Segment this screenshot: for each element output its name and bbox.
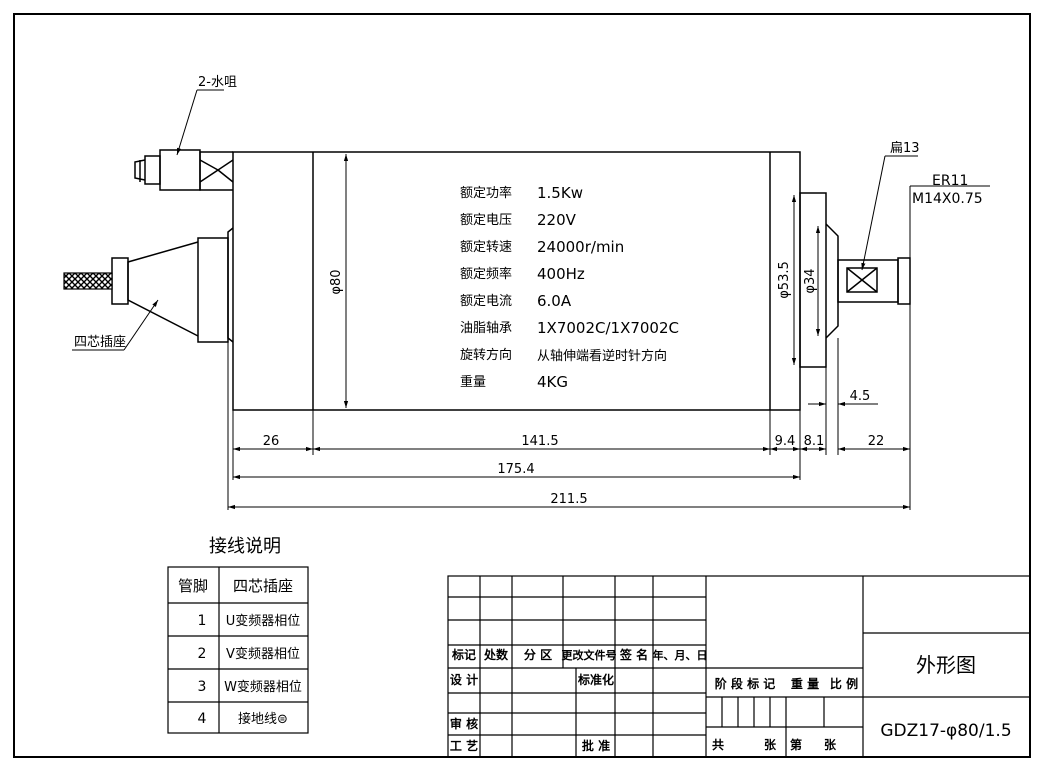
tb-scale: 比 例: [830, 676, 858, 691]
spec-label: 旋转方向: [460, 347, 512, 363]
spec-label: 额定电流: [460, 294, 512, 309]
wiring-desc: 接地线⊜: [238, 711, 288, 727]
title-block: [447, 575, 1031, 758]
wiring-desc: U变频器相位: [226, 613, 301, 629]
tb-weight: 重 量: [791, 676, 819, 691]
dim-nose-dia: φ34: [803, 268, 818, 293]
spec-label: 重量: [460, 374, 486, 390]
tb-process: 工 艺: [450, 738, 478, 753]
connector-callout: 四芯插座: [74, 335, 126, 350]
spec-label: 额定功率: [460, 185, 512, 201]
spec-label: 额定电压: [460, 213, 512, 228]
water-nozzle-callout: 2-水咀: [198, 75, 237, 90]
tb-sheets-1: 张: [764, 737, 777, 752]
spec-value: 400Hz: [537, 265, 585, 283]
dim-175-4: 175.4: [497, 462, 534, 477]
dim-211-5: 211.5: [550, 492, 587, 507]
wiring-pin: 3: [198, 679, 207, 695]
spec-value: 1X7002C/1X7002C: [537, 319, 679, 337]
dim-flange-dia: φ53.5: [777, 261, 792, 299]
wiring-table: [167, 566, 309, 734]
tb-zone: 分 区: [524, 647, 552, 662]
drawing-code: GDZ17-φ80/1.5: [880, 721, 1011, 741]
dimension-lines: [227, 154, 911, 510]
tb-sign: 签 名: [619, 647, 648, 662]
tb-approve: 批 准: [582, 738, 610, 753]
tb-change-doc: 更改文件号: [562, 648, 617, 662]
wiring-pin: 2: [198, 646, 207, 662]
spec-label: 油脂轴承: [460, 321, 512, 336]
dim-8-1: 8.1: [804, 434, 825, 449]
spec-label: 额定频率: [460, 266, 512, 282]
spec-value: 4KG: [537, 373, 568, 391]
wiring-pin: 4: [198, 711, 207, 727]
spec-value: 1.5Kw: [537, 184, 583, 202]
tb-review: 审 核: [450, 716, 478, 731]
dim-body-dia: φ80: [329, 269, 344, 294]
wiring-desc: W变频器相位: [224, 679, 302, 695]
flat-callout: 扁13: [890, 141, 920, 156]
cable: [63, 272, 113, 290]
wiring-pin: 1: [198, 613, 207, 629]
spec-list: 额定功率 1.5Kw 额定电压 220V 额定转速 24000r/min 额定频…: [460, 184, 679, 391]
dim-4-5: 4.5: [850, 389, 871, 404]
dim-22: 22: [868, 434, 885, 449]
wiring-header-pin: 管脚: [178, 577, 208, 595]
drawing-name: 外形图: [916, 653, 976, 677]
tb-design: 设 计: [450, 672, 478, 687]
tb-count: 处数: [483, 647, 509, 662]
spec-value: 220V: [537, 211, 577, 229]
dim-9-4: 9.4: [775, 434, 796, 449]
tb-standard: 标准化: [577, 672, 614, 687]
tb-number: 第: [790, 737, 802, 752]
spec-value: 24000r/min: [537, 238, 624, 256]
spec-value: 从轴伸端看逆时针方向: [537, 348, 667, 364]
spec-value: 6.0A: [537, 292, 572, 310]
tb-total: 共: [712, 737, 724, 752]
tb-mark: 标记: [451, 647, 476, 662]
dim-141-5: 141.5: [521, 434, 558, 449]
tb-date: 年、月、日: [653, 648, 708, 662]
tb-stage-mark: 阶 段 标 记: [715, 676, 776, 691]
wiring-title: 接线说明: [209, 536, 281, 557]
wiring-desc: V变频器相位: [226, 646, 300, 662]
dim-26: 26: [263, 434, 280, 449]
collet-callout: ER11: [932, 173, 968, 189]
thread-callout: M14X0.75: [912, 191, 983, 207]
tb-sheets-2: 张: [824, 737, 837, 752]
wiring-header-connector: 四芯插座: [233, 577, 293, 595]
spindle-outline: [111, 149, 911, 411]
spec-label: 额定转速: [460, 240, 512, 255]
